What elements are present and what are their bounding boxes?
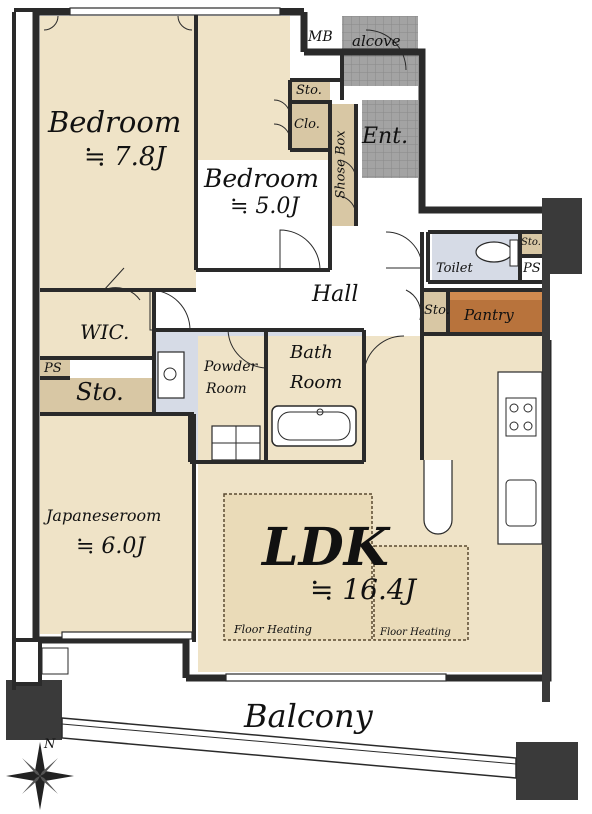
outdoor-unit	[41, 647, 69, 675]
alcove-label: alcove	[352, 32, 401, 50]
bath-tub-inner	[277, 411, 351, 441]
balcony-outline	[61, 717, 517, 779]
floor-heating-zone-2	[373, 545, 469, 641]
compass-rose-icon	[6, 742, 74, 810]
kitchen-sink	[505, 479, 537, 527]
windows	[61, 7, 447, 682]
ps-left-label: PS	[44, 361, 62, 376]
hall-floor	[196, 160, 422, 330]
toilet-label: Toilet	[436, 261, 473, 276]
mb-box	[306, 22, 342, 52]
clo-label: Clo.	[294, 117, 320, 132]
floor-heating-label-1: Floor Heating	[234, 623, 312, 636]
sto-toilet-label: Sto.	[521, 237, 541, 248]
toilet-tank	[509, 239, 519, 267]
sto-hall-floor	[422, 290, 448, 332]
ps-right-label: PS	[523, 261, 541, 276]
shoes-box-label: Shose Box	[333, 130, 349, 199]
entrance-tile-2	[362, 100, 418, 178]
shoes-box-floor	[330, 104, 356, 226]
powder-room-label-2: Room	[206, 381, 247, 397]
compass-north-label: N	[44, 737, 56, 752]
balcony-label: Balcony	[244, 697, 373, 735]
ps-left-floor	[40, 360, 70, 378]
bath-room-label-2: Room	[290, 372, 343, 393]
kitchen-peninsula	[423, 460, 453, 535]
balcony-right-column	[516, 742, 578, 800]
japanese-room-size: ≒ 6.0J	[76, 534, 146, 559]
pantry-label: Pantry	[464, 306, 514, 324]
floor-heating-label-2: Floor Heating	[380, 627, 451, 638]
interior-walls	[40, 12, 542, 642]
sto-toilet-floor	[520, 232, 542, 256]
bedroom-second-size: ≒ 5.0J	[230, 194, 300, 219]
ldk-size: ≒ 16.4J	[310, 573, 416, 606]
sto-top-floor	[290, 80, 330, 102]
hall-label: Hall	[312, 282, 359, 307]
pantry-top-band	[448, 290, 542, 300]
sto-top-label: Sto.	[296, 83, 322, 98]
bedroom-main-floor	[40, 16, 196, 290]
bath-room-label-1: Bath	[290, 342, 333, 363]
powder-sink	[157, 351, 185, 399]
japanese-room-floor	[40, 416, 192, 634]
wic-label: WIC.	[80, 320, 130, 344]
toilet-bowl	[475, 241, 513, 263]
sto-hall-label: Sto.	[424, 303, 450, 318]
bath-drain	[316, 408, 324, 416]
powder-room-label-1: Powder	[204, 359, 258, 375]
right-column	[542, 198, 582, 274]
ps-right-floor	[520, 256, 542, 282]
left-wall-lower	[12, 638, 42, 686]
wic-floor	[40, 290, 154, 358]
entrance-label: Ent.	[362, 124, 409, 149]
japanese-room-label: Japaneseroom	[46, 506, 162, 525]
floor-heating-zone-1	[223, 493, 373, 641]
storage-left-floor	[40, 378, 154, 414]
balcony-rail	[61, 723, 517, 765]
bedroom-main-label: Bedroom	[48, 105, 182, 139]
right-wall	[542, 272, 550, 702]
mb-label: MB	[308, 29, 333, 45]
bedroom-main-size: ≒ 7.8J	[84, 142, 166, 172]
clo-floor	[290, 104, 330, 150]
door-swings	[43, 15, 423, 373]
ldk-label: LDK	[262, 517, 389, 578]
bedroom-second-label: Bedroom	[204, 164, 319, 193]
powder-sink-bowl	[163, 367, 177, 381]
storage-left-label: Sto.	[76, 378, 124, 406]
kitchen-stove	[505, 397, 537, 437]
